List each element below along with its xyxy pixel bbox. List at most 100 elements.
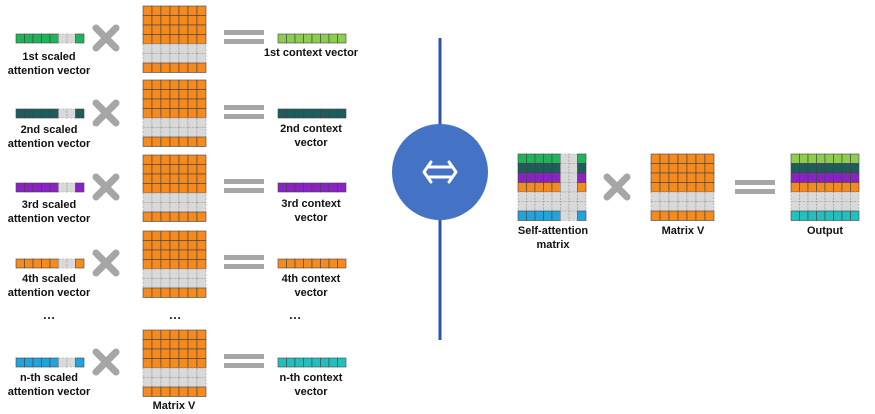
context-vector-1-cell [277, 33, 287, 44]
output-cell [816, 210, 826, 221]
matrix-v-5-cell [151, 348, 162, 359]
scaled-label-1: 1st scaled attention vector [0, 50, 104, 78]
self-attention-cell [517, 172, 527, 183]
matrix-v-1-cell [160, 5, 171, 16]
right-matrix-v-cell [704, 191, 715, 202]
matrix-v-2-cell [178, 108, 189, 119]
scaled-attention-vector-1-cell [75, 33, 85, 44]
output-cell [833, 210, 843, 221]
matrix-v-3-cell [178, 183, 189, 194]
right-matrix-v-cell [668, 201, 679, 212]
matrix-v-2-cell [178, 89, 189, 100]
matrix-v-4-cell [169, 259, 180, 270]
matrix-v-3-cell [151, 173, 162, 184]
matrix-computation [517, 153, 860, 221]
output-matrix [790, 153, 860, 221]
scaled-label-4-line1: 4th scaled [22, 273, 76, 285]
matrix-v-1-cell [187, 15, 198, 26]
matrix-v-2-cell [196, 79, 207, 90]
context-vector-1-cell [328, 33, 338, 44]
matrix-v-2-cell [169, 79, 180, 90]
self-attention-cell [543, 182, 553, 193]
matrix-v-4-cell [151, 230, 162, 241]
right-matrix-v-cell [650, 210, 661, 221]
context-vector-1-cell [294, 33, 304, 44]
matrix-v-5-cell [178, 358, 189, 369]
equals-icon [224, 30, 264, 44]
self-attention-cell [568, 163, 578, 174]
matrix-v-1-cell [169, 53, 180, 64]
context-label-5-line2: vector [294, 386, 328, 398]
matrix-v-1-cell [142, 24, 153, 35]
output-cell [841, 201, 851, 212]
output-cell [816, 172, 826, 183]
output-cell [799, 210, 809, 221]
matrix-v-5-cell [142, 348, 153, 359]
matrix-v-3-cell [187, 173, 198, 184]
matrix-v-4-cell [178, 287, 189, 298]
scaled-label-3-line2: attention vector [7, 213, 91, 225]
context-vector-2-cell [328, 108, 338, 119]
right-matrix-v-cell [704, 210, 715, 221]
output-cell [824, 172, 834, 183]
context-label-3: 3rd context vector [256, 197, 366, 225]
scaled-label-2-line2: attention vector [7, 138, 91, 150]
context-vector-4-cell [294, 258, 304, 269]
output-cell [799, 172, 809, 183]
matrix-v-1-cell [142, 5, 153, 16]
matrix-v-5-cell [151, 358, 162, 369]
matrix-v-1-cell [178, 15, 189, 26]
output-cell [799, 163, 809, 174]
matrix-v-1-cell [196, 34, 207, 45]
equals-icon [224, 105, 264, 119]
context-vector-1 [277, 33, 347, 44]
self-attention-cell [543, 172, 553, 183]
matrix-v-3-cell [142, 183, 153, 194]
matrix-v-5-cell [187, 377, 198, 388]
row-1 [15, 5, 347, 73]
scaled-attention-vector-2-cell [24, 108, 34, 119]
matrix-v-2-cell [187, 127, 198, 138]
matrix-v-1-cell [196, 43, 207, 54]
matrix-v-3-cell [187, 192, 198, 203]
output-cell [850, 153, 860, 164]
right-matrix-v-cell [686, 182, 697, 193]
context-vector-3-cell [303, 182, 313, 193]
per-vector-computation [15, 5, 347, 397]
context-vector-3-cell [328, 182, 338, 193]
scaled-attention-vector-4-cell [66, 258, 76, 269]
output-cell [850, 163, 860, 174]
ellipsis-context: … [288, 307, 302, 322]
matrix-v-3-cell [160, 192, 171, 203]
matrix-v-5-cell [169, 339, 180, 350]
matrix-v-2-cell [196, 108, 207, 119]
matrix-v-4-cell [160, 240, 171, 251]
matrix-v-5-cell [178, 329, 189, 340]
context-vector-2-cell [303, 108, 313, 119]
self-attention-cell [577, 191, 587, 202]
right-matrix-v-cell [695, 172, 706, 183]
matrix-v-3-cell [169, 183, 180, 194]
scaled-attention-vector-2-cell [66, 108, 76, 119]
matrix-v-1-cell [169, 62, 180, 73]
scaled-label-2-line1: 2nd scaled [20, 124, 78, 136]
matrix-v-1-cell [160, 34, 171, 45]
scaled-attention-vector-2-cell [15, 108, 25, 119]
output-cell [824, 191, 834, 202]
matrix-v-3-cell [151, 202, 162, 213]
matrix-v-4-cell [169, 268, 180, 279]
matrix-v-3-cell [151, 154, 162, 165]
row-4 [15, 230, 347, 298]
matrix-v-3-cell [187, 202, 198, 213]
context-vector-5-cell [328, 357, 338, 368]
scaled-attention-vector-4-cell [15, 258, 25, 269]
output-cell [833, 191, 843, 202]
self-attention-cell [560, 210, 570, 221]
matrix-v-1-cell [151, 34, 162, 45]
matrix-v-3-cell [187, 164, 198, 175]
output-cell [807, 182, 817, 193]
output-cell [850, 201, 860, 212]
output-cell [824, 210, 834, 221]
context-vector-3-cell [294, 182, 304, 193]
scaled-attention-vector-3-cell [58, 182, 68, 193]
